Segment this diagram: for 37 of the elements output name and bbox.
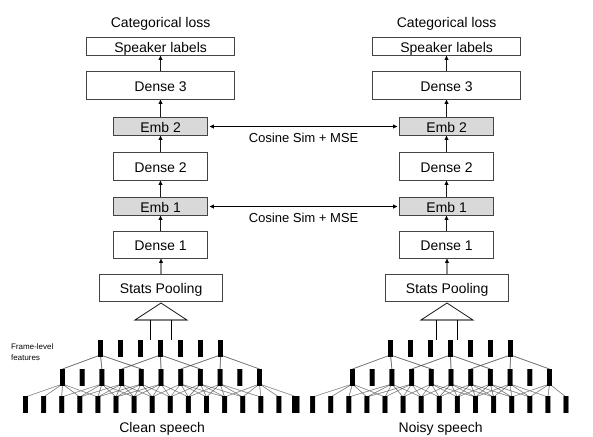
input-caption: Noisy speech xyxy=(398,420,483,434)
arrow xyxy=(444,100,449,118)
arrow xyxy=(158,180,163,198)
arrow xyxy=(158,136,163,152)
embedding-box: Emb 1 xyxy=(113,197,208,216)
arrow xyxy=(444,258,450,274)
arrow xyxy=(444,216,449,232)
layer-box: Dense 3 xyxy=(372,71,521,100)
edge-label: Cosine Sim + MSE xyxy=(246,130,360,144)
layer-box: Dense 2 xyxy=(399,152,494,181)
embedding-box: Emb 2 xyxy=(113,117,208,136)
embedding-box: Emb 1 xyxy=(399,197,494,216)
embedding-box: Emb 2 xyxy=(399,117,494,136)
arrow xyxy=(444,180,449,198)
arrow xyxy=(158,100,163,118)
block-arrow xyxy=(134,302,188,340)
loss-caption: Categorical loss xyxy=(110,15,210,29)
arrow xyxy=(158,258,164,274)
arrow xyxy=(444,56,449,72)
arrow xyxy=(210,124,398,129)
loss-caption: Categorical loss xyxy=(396,15,496,29)
layer-box: Dense 2 xyxy=(113,152,208,181)
arrow xyxy=(210,204,398,209)
layer-box: Dense 1 xyxy=(113,231,208,259)
layer-box: Speaker labels xyxy=(372,37,521,56)
arrow xyxy=(444,136,449,152)
layer-box: Dense 3 xyxy=(86,71,235,100)
layer-box: Speaker labels xyxy=(86,37,235,56)
arrow xyxy=(158,216,163,232)
layer-box: Stats Pooling xyxy=(99,274,223,302)
input-caption: Clean speech xyxy=(119,420,205,434)
layer-caption: Frame-level features xyxy=(11,341,54,363)
block-arrow xyxy=(420,302,474,340)
layer-box: Dense 1 xyxy=(399,231,494,259)
layer-box: Stats Pooling xyxy=(385,274,509,302)
edge-label: Cosine Sim + MSE xyxy=(246,210,360,224)
arrow xyxy=(158,56,163,72)
